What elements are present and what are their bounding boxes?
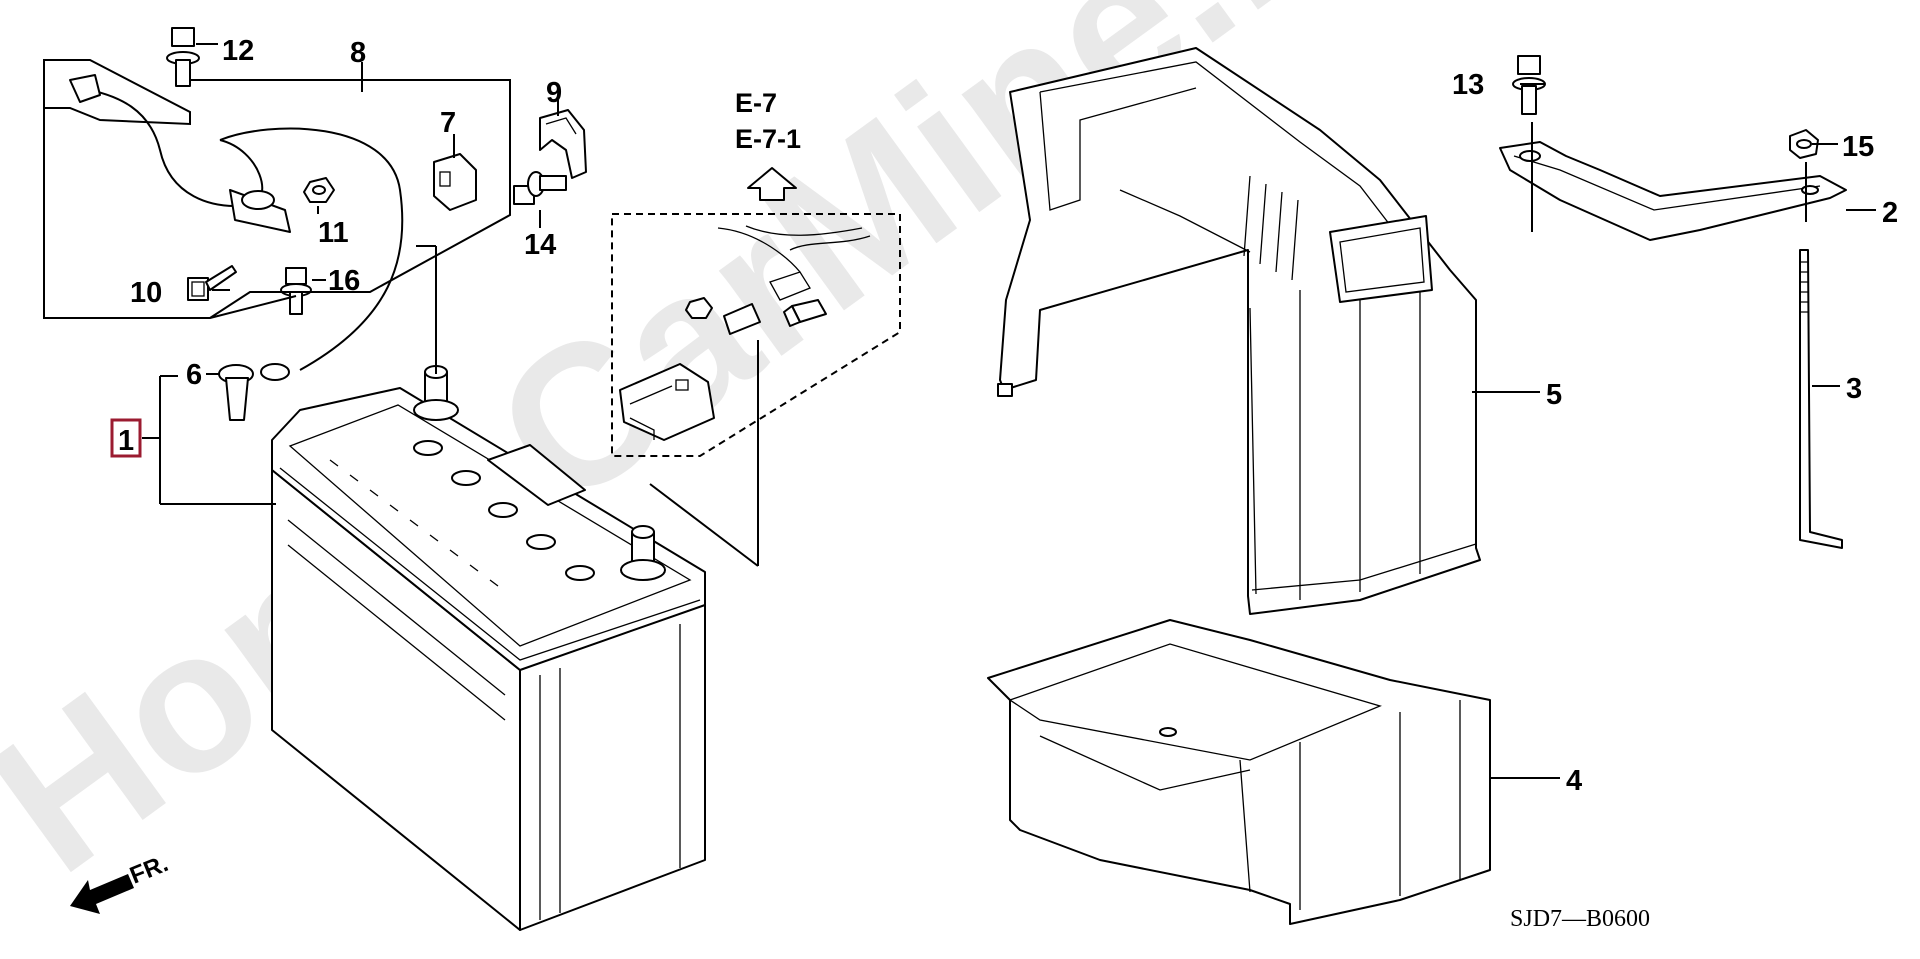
- part-7-callout[interactable]: 7: [440, 107, 456, 139]
- ground-cable: [69, 74, 404, 381]
- battery-terminal-positive: [620, 525, 666, 581]
- reference-e7-1[interactable]: E-7-1: [735, 124, 801, 154]
- svg-text:1: 1: [118, 425, 134, 457]
- reference-e7[interactable]: E-7: [735, 88, 777, 118]
- part-4-callout[interactable]: 4: [1566, 765, 1582, 797]
- clip-7: [433, 153, 477, 211]
- part-1-callout[interactable]: 1: [110, 418, 142, 458]
- cable-group-outline: [43, 59, 511, 319]
- part-2-callout[interactable]: 2: [1882, 197, 1898, 229]
- nut-11: [303, 177, 335, 203]
- up-arrow-icon: [747, 167, 797, 201]
- bolt-12: [166, 27, 200, 87]
- battery: [271, 365, 706, 931]
- battery-tray: [987, 619, 1491, 925]
- part-14-callout[interactable]: 14: [524, 229, 556, 261]
- part-9-callout[interactable]: 9: [546, 77, 562, 109]
- plug-6: [218, 364, 254, 421]
- front-arrow-icon: [70, 874, 134, 914]
- nut-15: [1789, 129, 1819, 159]
- hold-down-rod: [1799, 249, 1843, 549]
- hold-down-bracket: [1499, 141, 1847, 241]
- diagram-code: SJD7—B0600: [1510, 906, 1650, 932]
- part-15-callout[interactable]: 15: [1842, 131, 1874, 163]
- battery-terminal-negative: [413, 365, 459, 421]
- bracket-9: [539, 109, 587, 179]
- part-8-callout[interactable]: 8: [350, 37, 366, 69]
- bolt-10: [187, 265, 237, 301]
- part-10-callout[interactable]: 10: [130, 277, 162, 309]
- battery-box: [997, 47, 1481, 615]
- bolt-14: [513, 171, 567, 205]
- harness-reference-detail: [611, 213, 901, 457]
- part-12-callout[interactable]: 12: [222, 35, 254, 67]
- part-11-callout[interactable]: 11: [318, 217, 349, 249]
- leader-lines: [142, 43, 1876, 779]
- part-1-highlight: [110, 418, 142, 458]
- part-13-callout[interactable]: 13: [1452, 69, 1484, 101]
- part-16-callout[interactable]: 16: [328, 265, 360, 297]
- part-3-callout[interactable]: 3: [1846, 373, 1862, 405]
- part-6-callout[interactable]: 6: [186, 359, 202, 391]
- part-5-callout[interactable]: 5: [1546, 379, 1562, 411]
